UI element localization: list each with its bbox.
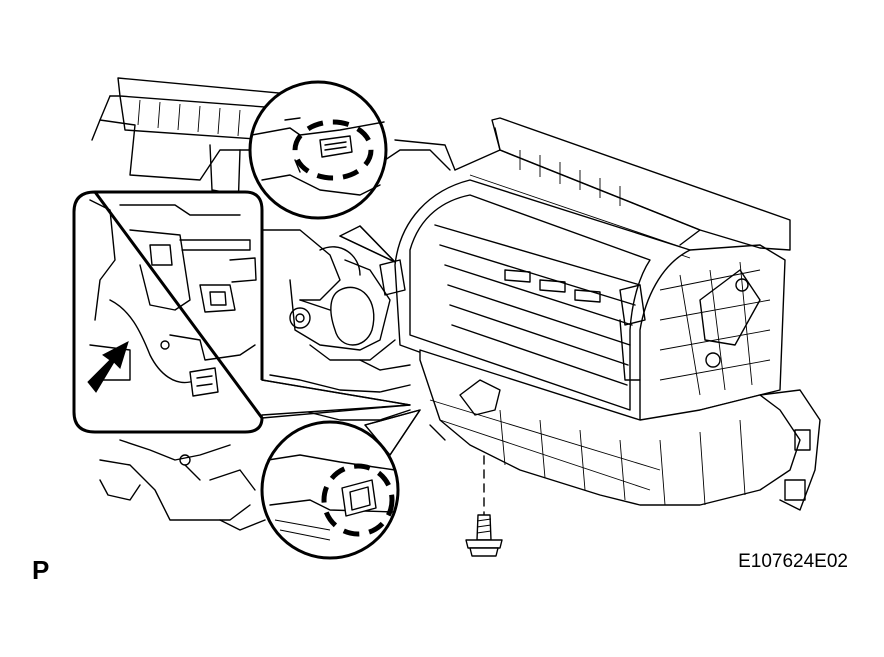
figure-id: E107624E02 <box>738 551 848 572</box>
bolt-icon <box>465 455 503 557</box>
inset-bottom-clip-detail <box>260 409 421 560</box>
heater-unit <box>379 117 821 511</box>
inset-top-clip-detail <box>248 80 396 263</box>
connector-icon <box>341 479 377 517</box>
dashboard-structure <box>91 77 456 531</box>
page-label: P <box>32 555 50 585</box>
clip-icon <box>292 119 374 181</box>
arrow-icon <box>87 341 129 393</box>
inset-connector-detail <box>72 190 411 434</box>
